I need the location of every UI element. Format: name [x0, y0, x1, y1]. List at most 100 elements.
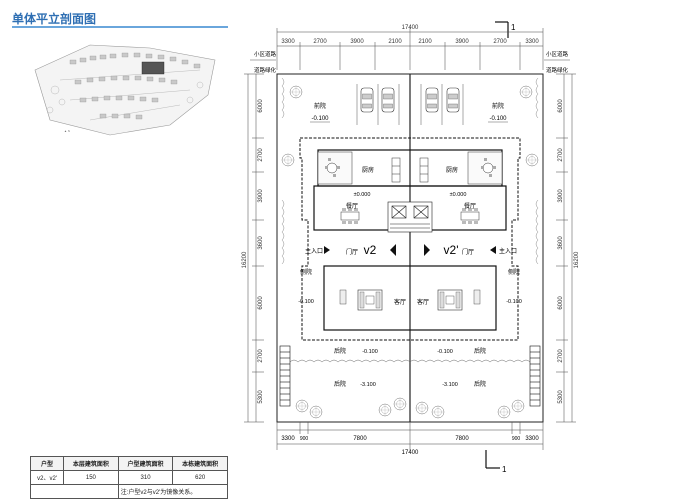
- unit-label-left: v2: [364, 243, 377, 257]
- back-hedge-row: [289, 359, 531, 363]
- section-mark-top: 1: [495, 21, 516, 38]
- left-dim-7: 5300: [258, 390, 264, 404]
- floor-elev-right: ±0.000: [450, 192, 467, 198]
- side-yard-label-right: 侧院: [508, 268, 520, 276]
- dining-label-right: 餐厅: [464, 202, 476, 210]
- living-sofa-left: [357, 289, 383, 311]
- top-dim-5: 2100: [418, 39, 432, 45]
- page-title: 单体平立剖面图: [12, 12, 97, 26]
- top-dim-8: 3300: [525, 39, 539, 45]
- right-dimension-total: 16200: [574, 251, 580, 268]
- front-yard-elev-right: -0.100: [489, 116, 507, 122]
- bottom-dim-2: 900: [300, 436, 309, 442]
- top-dim-2: 2700: [313, 39, 327, 45]
- left-dimension-total: 16200: [242, 251, 248, 268]
- back-yard-label-left: 后院: [334, 347, 346, 355]
- area-table: 户型 本层建筑面积 户型建筑面积 本栋建筑面积 v2、v2' 150 310 6…: [29, 456, 229, 499]
- bottom-dimension-line: [276, 422, 544, 450]
- bottom-dim-3: 7800: [353, 436, 367, 442]
- bottom-dim-4: 7800: [455, 436, 469, 442]
- unit-label-right: v2': [444, 243, 459, 257]
- right-dim-6: 2700: [558, 349, 564, 363]
- back-yard-lower-label-right: 后院: [474, 380, 486, 388]
- top-dim-3: 3900: [350, 39, 364, 45]
- side-yard-elev-right: -0.100: [506, 299, 522, 305]
- left-dim-6: 2700: [258, 349, 264, 363]
- section-mark-bottom: 1: [485, 450, 507, 474]
- area-table-header-floor-area: 本层建筑面积: [63, 456, 119, 471]
- right-dim-4: 3600: [558, 236, 564, 250]
- side-yard-elev-left: -0.100: [298, 299, 314, 305]
- area-table-note-row: 注:户型v2与v2'为镜像关系。: [30, 484, 229, 499]
- back-yard-upper-elev-right: -0.100: [437, 349, 453, 355]
- bottom-dimension-total: 17400: [402, 450, 419, 456]
- top-dim-6: 3900: [455, 39, 469, 45]
- section-mark-bottom-label: 1: [502, 465, 507, 474]
- bottom-dim-6: 3300: [525, 436, 539, 442]
- top-dim-1: 3300: [281, 39, 295, 45]
- area-table-header-building-area: 本栋建筑面积: [172, 456, 228, 471]
- area-table-header-unit-area: 户型建筑面积: [117, 456, 174, 471]
- entrance-arrow-left-icon: [324, 246, 330, 254]
- stairs-right: [529, 345, 541, 407]
- back-yard-label-right: 后院: [474, 347, 486, 355]
- entrance-arrow-right-icon: [490, 246, 496, 254]
- district-road-label-right: 小区道路: [546, 50, 569, 58]
- area-table-cell-type: v2、v2': [29, 470, 65, 485]
- section-mark-top-label: 1: [511, 23, 516, 32]
- left-dim-5: 6000: [258, 296, 264, 310]
- right-dim-3: 3900: [558, 189, 564, 203]
- front-yard-label-right: 前院: [492, 102, 504, 110]
- area-table-note: 注:户型v2与v2'为镜像关系。: [117, 484, 229, 499]
- top-dim-7: 2700: [493, 39, 507, 45]
- hedge-left: [281, 77, 285, 265]
- side-yard-label-left: 侧院: [300, 268, 312, 276]
- site-plan-thumbnail: ▲ N: [34, 44, 216, 136]
- left-dim-1: 6000: [258, 99, 264, 113]
- left-dim-3: 3900: [258, 189, 264, 203]
- stair-core: [387, 201, 433, 233]
- hedge-right: [535, 77, 539, 265]
- living-sofa-right: [437, 289, 463, 311]
- main-entrance-label-right: 主入口: [499, 247, 517, 255]
- bottom-dim-1: 3300: [281, 436, 295, 442]
- right-dim-7: 5300: [558, 390, 564, 404]
- floor-plan-drawing: 1 1 17400 3300 2700 3900 2100 2100 3900 …: [242, 21, 580, 474]
- top-dimension-line: 17400 3300 2700 3900 2100 2100 3900 2700…: [276, 25, 544, 70]
- area-table-header-row: 户型 本层建筑面积 户型建筑面积 本栋建筑面积: [29, 456, 228, 471]
- road-green-label-left: 道路绿化: [254, 66, 277, 74]
- right-dim-1: 6000: [558, 99, 564, 113]
- left-dimension-line: [244, 73, 264, 423]
- district-road-label-left: 小区道路: [254, 50, 277, 58]
- area-table-cell-unit-area: 310: [117, 470, 174, 485]
- front-yard-elev-left: -0.100: [311, 116, 329, 122]
- title-underline: [12, 26, 228, 28]
- area-table-cell-building-area: 620: [172, 470, 228, 485]
- back-yard-lower-label-left: 后院: [334, 380, 346, 388]
- foyer-label-right: 门厅: [462, 248, 474, 256]
- kitchen-label-left: 厨房: [362, 166, 374, 174]
- back-yard-lower-elev-right: -3.100: [442, 382, 458, 388]
- main-entrance-label-left: 主入口: [305, 247, 323, 255]
- back-yard-lower-elev-left: -3.100: [360, 382, 376, 388]
- living-label-right: 客厅: [417, 298, 429, 306]
- kitchen-left: [317, 151, 353, 185]
- stairs-left: [279, 345, 291, 407]
- bottom-dim-5: 900: [512, 436, 521, 442]
- top-dim-4: 2100: [388, 39, 402, 45]
- area-table-row: v2、v2' 150 310 620: [29, 470, 228, 485]
- back-yard-upper-elev-left: -0.100: [362, 349, 378, 355]
- living-label-left: 客厅: [394, 298, 406, 306]
- front-yard-label-left: 前院: [314, 102, 326, 110]
- top-dimension-total: 17400: [402, 25, 419, 31]
- road-green-label-right: 道路绿化: [546, 66, 569, 74]
- area-table-header-type: 户型: [29, 456, 65, 471]
- floor-elev-left: ±0.000: [354, 192, 371, 198]
- left-dim-4: 3600: [258, 236, 264, 250]
- foyer-label-left: 门厅: [346, 248, 358, 256]
- svg-text:▲ N: ▲ N: [64, 129, 70, 133]
- dining-table-left: [340, 207, 360, 225]
- right-dimension-line: [556, 73, 576, 423]
- dining-table-right: [460, 207, 480, 225]
- kitchen-label-right: 厨房: [446, 166, 458, 174]
